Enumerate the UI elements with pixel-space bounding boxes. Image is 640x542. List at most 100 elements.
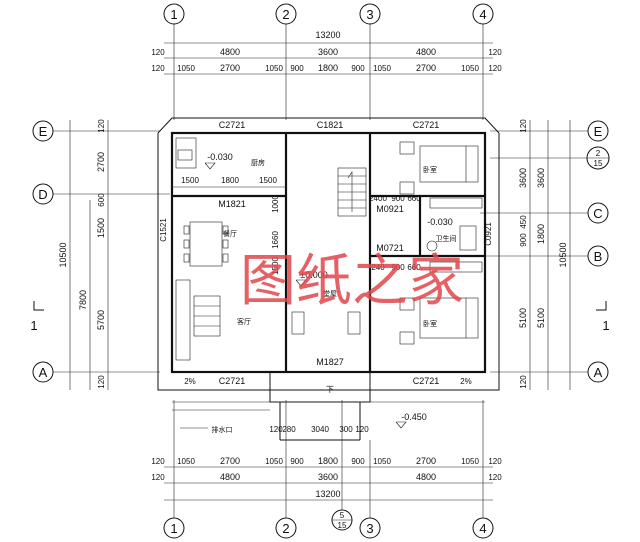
bath-dim-0: 2400	[369, 194, 387, 203]
window-side-right: C0921	[484, 222, 493, 246]
dim-left-a2: 600	[97, 193, 106, 207]
dim-bsub-3: 1050	[265, 457, 283, 466]
dim-top-0: 120	[151, 48, 165, 57]
section-marks: 1 1	[30, 301, 610, 333]
dim-bottom: 120 1050 2700 1050 900 1800 900 1050 270…	[151, 456, 502, 501]
room-bedroom-bottom: 卧室	[423, 319, 437, 328]
axis-label-D-left: D	[38, 187, 47, 202]
room-living: 客厅	[237, 317, 251, 326]
room-hall: 堂屋	[323, 289, 337, 298]
dim-bsub-0: 120	[151, 457, 165, 466]
watermark: 图纸之家	[240, 249, 464, 314]
window-bottom-right: C2721	[413, 376, 440, 386]
dim-right-total: 10500	[558, 242, 568, 267]
window-side-left: C1521	[159, 218, 168, 242]
furniture	[175, 137, 483, 361]
dim-btop-3: 4800	[416, 472, 436, 482]
dim-right-b0: 3600	[536, 168, 546, 188]
axis-label-B-right: B	[594, 249, 603, 264]
level-bath: -0.030	[427, 217, 453, 227]
axis-markers-bottom: 1 2 3 4	[163, 517, 494, 539]
dim-top: 13200 120 4800 3600 4800 120 120 1050 27…	[151, 30, 502, 75]
dim-sub-10: 120	[488, 64, 502, 73]
section-mark-right: 1	[602, 318, 609, 333]
axis-label-2-top: 2	[282, 7, 289, 22]
detail-top-num: 2	[596, 149, 601, 158]
dim-left-total: 10500	[58, 242, 68, 267]
axis-label-1-bottom: 1	[170, 521, 177, 536]
dim-top-2: 3600	[318, 47, 338, 57]
dim-sub-8: 2700	[416, 63, 436, 73]
bath-dim2-2: 660	[407, 263, 421, 272]
dim-sub-4: 900	[290, 64, 304, 73]
dim-sub-5: 1800	[318, 63, 338, 73]
dim-bsub-6: 900	[351, 457, 365, 466]
axis-label-A-right: A	[594, 365, 603, 380]
door-dining: M1821	[218, 199, 246, 209]
dim-bsub-4: 900	[290, 457, 304, 466]
dim-overall-bottom: 13200	[315, 489, 340, 499]
porch-dim-0: 120	[269, 425, 283, 434]
porch-dim-2: 3040	[311, 425, 329, 434]
dim-btop-4: 120	[488, 473, 502, 482]
room-bedroom-top: 卧室	[423, 165, 437, 174]
window-bottom-left: C2721	[219, 376, 246, 386]
dim-sub-0: 120	[151, 64, 165, 73]
dim-right-b2: 5100	[536, 308, 546, 328]
dim-sub-7: 1050	[373, 64, 391, 73]
dim-left-a0: 120	[97, 119, 106, 133]
door-bath-top: M0921	[376, 204, 404, 214]
dim-overall-top: 13200	[315, 30, 340, 40]
stair-down-label: 下	[326, 385, 334, 394]
detail-callout-top: 2 15	[490, 146, 610, 170]
drain-label: 排水口	[212, 425, 233, 434]
side-dim-0: 1000	[271, 195, 280, 213]
dim-right-a1: 3600	[518, 168, 528, 188]
axis-label-3-bottom: 3	[366, 521, 373, 536]
porch-dim-4: 120	[355, 425, 369, 434]
window-top-mid: C1821	[317, 120, 344, 130]
dim-left-b: 7800	[78, 290, 88, 310]
dim-bsub-8: 2700	[416, 456, 436, 466]
level-outside: -0.450	[401, 412, 427, 422]
building-walls	[157, 117, 500, 441]
detail-callout-bottom: 5 15	[331, 400, 353, 531]
detail-top-sheet: 15	[594, 159, 603, 168]
slope-right: 2%	[460, 377, 472, 386]
detail-bottom-num: 5	[340, 511, 345, 520]
section-mark-left: 1	[30, 318, 37, 333]
dim-sub-1: 1050	[177, 64, 195, 73]
dim-bsub-2: 2700	[220, 456, 240, 466]
dim-right: 120 3600 450 900 5100 120 3600 1800 5100…	[518, 119, 571, 390]
room-dining: 餐厅	[223, 229, 237, 238]
dim-top-4: 120	[488, 48, 502, 57]
axis-label-E-left: E	[39, 124, 48, 139]
dim-top-1: 4800	[220, 47, 240, 57]
dim-left-a3: 1500	[96, 218, 106, 238]
dim-bsub-9: 1050	[461, 457, 479, 466]
dim-top-3: 4800	[416, 47, 436, 57]
axis-label-A-left: A	[39, 365, 48, 380]
dim-sub-2: 2700	[220, 63, 240, 73]
bath-dim-2: 660	[407, 194, 421, 203]
window-top-left: C2721	[219, 120, 246, 130]
axis-label-E-right: E	[594, 124, 603, 139]
level-floor: ±0.000	[300, 270, 327, 280]
porch-dim-1: 280	[282, 425, 296, 434]
kitchen-dim-1: 1800	[221, 176, 239, 185]
room-kitchen: 厨房	[251, 158, 265, 167]
dim-right-a3: 900	[519, 233, 528, 247]
dim-sub-3: 1050	[265, 64, 283, 73]
dim-sub-6: 900	[351, 64, 365, 73]
axis-label-4-top: 4	[479, 7, 486, 22]
axis-label-3-top: 3	[366, 7, 373, 22]
dim-bsub-10: 120	[488, 457, 502, 466]
dim-right-a2: 450	[519, 215, 528, 229]
dim-right-b1: 1800	[536, 224, 546, 244]
dim-left-a1: 2700	[96, 152, 106, 172]
level-kitchen: -0.030	[207, 152, 233, 162]
bath-dim2-0: 240	[371, 263, 385, 272]
side-dim-1: 1660	[271, 231, 280, 249]
room-bathroom: 卫生间	[436, 234, 457, 243]
